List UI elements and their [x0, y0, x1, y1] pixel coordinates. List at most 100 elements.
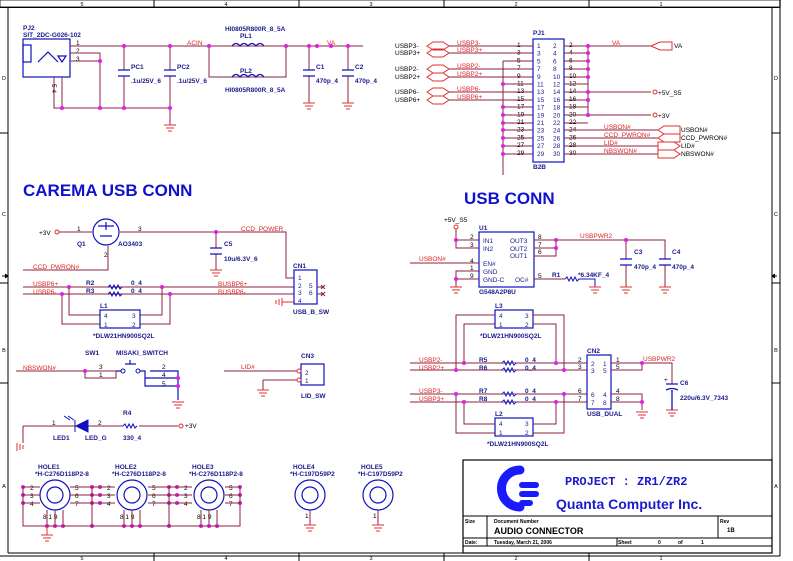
- center-marker-right: [771, 273, 777, 279]
- title-block: PROJECT : ZR1/ZR2 Quanta Computer Inc. S…: [462, 459, 773, 554]
- ground-icon: [636, 409, 678, 419]
- row-label: C: [2, 212, 6, 218]
- r1-value: *6.34KF_4: [578, 272, 609, 279]
- pin-label: 1: [616, 357, 620, 364]
- of-label: of: [678, 540, 683, 546]
- hole-ref: HOLE2: [115, 464, 137, 471]
- pin-name: OUT1: [510, 253, 528, 260]
- pin-label: 2: [525, 430, 529, 437]
- pl2-value: HI0805R800R_8_5A: [225, 87, 286, 94]
- cn3-body: [300, 363, 325, 386]
- r8-value: 0_4: [525, 396, 536, 403]
- net-va: VA: [327, 40, 336, 47]
- net-usbp6-plus: USBP6+: [33, 281, 58, 288]
- net-usbon: USBON#: [419, 256, 446, 263]
- pin-label: 6: [152, 493, 156, 500]
- resistor-icon: [107, 283, 123, 298]
- q1-mosfet-icon: [92, 218, 120, 246]
- row-label: D: [774, 76, 778, 82]
- row-label: B: [2, 348, 6, 354]
- col-label: 1: [659, 2, 662, 8]
- port-label: USBP6-: [395, 89, 418, 96]
- c5-ref: C5: [224, 241, 233, 248]
- bidirectional-port-icon: [426, 72, 450, 82]
- pin-label: 2: [578, 357, 582, 364]
- pin-label: 4: [553, 51, 557, 58]
- pin-label: 23: [537, 128, 545, 135]
- ground-icon: [275, 298, 294, 306]
- pin-label: 5: [309, 283, 313, 290]
- pin-label: 5: [616, 364, 620, 371]
- pj1-right-ports: USBON#USBON#CCD_PWRON#CCD_PWRON#LID#LID#…: [604, 124, 728, 159]
- hole-outer-ring-icon: [39, 479, 71, 511]
- va-port: [649, 41, 673, 51]
- net-busbp6-plus: BUSBP6+: [218, 281, 248, 288]
- pin-name: IN2: [483, 246, 494, 253]
- r3-ref: R3: [86, 288, 95, 295]
- pin-label: 18: [553, 105, 561, 112]
- pin-name: GND: [483, 269, 498, 276]
- c6-ref: C6: [680, 380, 689, 387]
- doc-number-label: Document Number: [494, 519, 539, 525]
- pin-label: 3: [578, 364, 582, 371]
- polarized-cap-icon: [665, 383, 679, 410]
- switch-symbol: [116, 360, 179, 400]
- port-label: USBP3+: [395, 50, 420, 57]
- pin-label: 6: [553, 58, 557, 65]
- row-label: B: [774, 348, 778, 354]
- pin-label: 7: [538, 242, 542, 249]
- net-va: VA: [612, 40, 621, 47]
- led-section: 1 2 LED1 LED_G R4 330_4 +3V: [16, 410, 197, 451]
- pin-label: 19: [537, 112, 545, 119]
- pin-label: 3: [470, 242, 474, 249]
- net-ccd-power: CCD_POWER: [241, 226, 284, 233]
- pin-label: 14: [553, 89, 561, 96]
- pin-label: 2: [553, 43, 557, 50]
- rail-5v-s5: +5V_S5: [658, 90, 682, 97]
- port-label: CCD_PWRON#: [681, 135, 728, 142]
- pin-label: 1: [305, 513, 309, 520]
- pl2-ref: PL2: [240, 68, 252, 75]
- pj2-part: SIT_2DC-G026-102: [23, 32, 81, 39]
- l3-ref: L3: [495, 303, 503, 310]
- pl1-ref: PL1: [240, 33, 252, 40]
- hole-part: *H-C197D59P2: [290, 471, 335, 478]
- pin-label: 1: [499, 322, 503, 329]
- net-label: USBP3+: [457, 47, 482, 54]
- sw1-ref: SW1: [85, 350, 99, 357]
- ground-icon: [304, 524, 316, 532]
- pin-label: 4: [162, 372, 166, 379]
- pin-label: 10: [553, 74, 561, 81]
- net-usbpwr2: USBPWR2: [580, 233, 613, 240]
- pin-label: 2: [30, 485, 34, 492]
- col-label: 3: [369, 556, 372, 561]
- pin-label: 8: [553, 66, 557, 73]
- row-label: D: [2, 76, 6, 82]
- l3-part: *DLW21HN900SQ2L: [480, 333, 541, 340]
- pin-number: 29: [517, 150, 525, 157]
- pin-label: 11: [537, 82, 544, 89]
- pin-name: IN1: [483, 238, 494, 245]
- ground-icon: [164, 124, 176, 132]
- rail-3v: +3V: [39, 230, 51, 237]
- port-label: NBSWON#: [681, 151, 714, 158]
- pin-label: 4: [184, 501, 188, 508]
- c4-value: 470p_4: [672, 264, 694, 271]
- date-label: Date:: [465, 540, 478, 546]
- hole-inner-ring-icon: [46, 486, 64, 504]
- net-ccd-pwron: CCD_PWRON#: [33, 264, 80, 271]
- sheet-number: 0: [658, 540, 661, 546]
- l1-body: [99, 309, 141, 329]
- pc2-ref: PC2: [177, 64, 190, 71]
- u1-body: [478, 231, 535, 288]
- pin-label: 4: [298, 298, 302, 305]
- pin-number: 10: [569, 73, 577, 80]
- pin-label: 17: [537, 105, 545, 112]
- q1-ref: Q1: [77, 241, 86, 248]
- r5-value: 0_4: [525, 357, 536, 364]
- pin-label: 2: [305, 370, 309, 377]
- led1-part: LED_G: [85, 435, 107, 442]
